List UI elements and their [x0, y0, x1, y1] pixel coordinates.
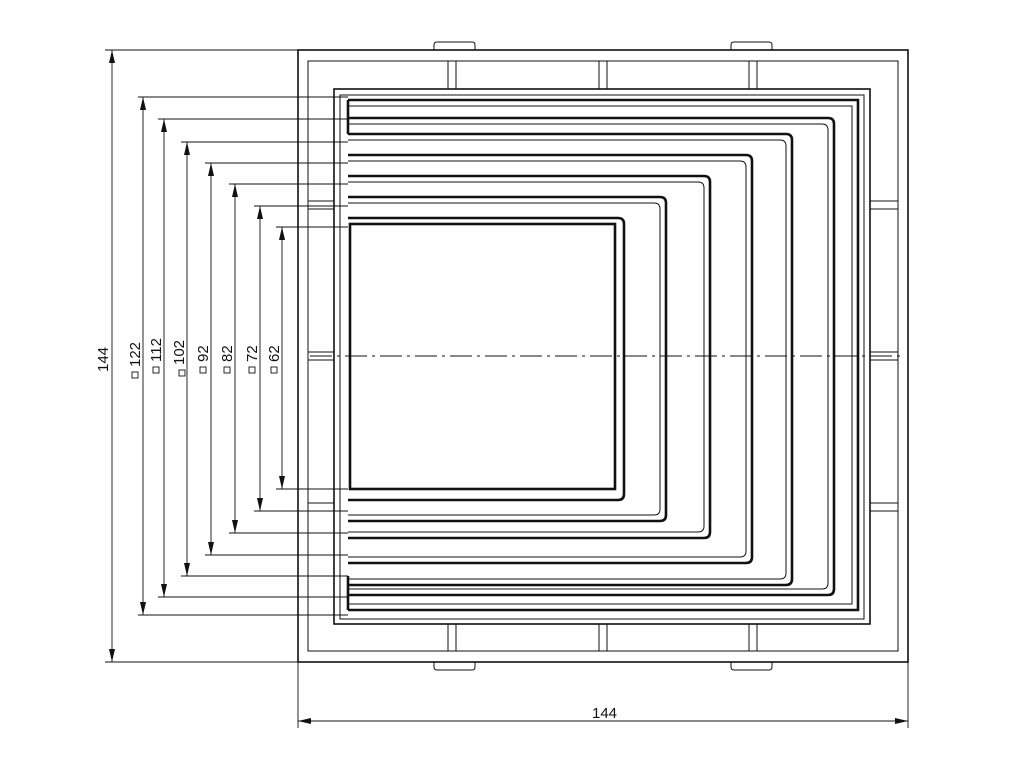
- dim-62: 62: [266, 345, 283, 374]
- dim-112: 112: [148, 338, 165, 374]
- nested-squares: [346, 98, 860, 612]
- dim-92-label: 92: [195, 345, 212, 362]
- dim-92: 92: [195, 345, 212, 374]
- dim-122: 122: [127, 342, 144, 379]
- dim-82-label: 82: [219, 345, 236, 362]
- dim-overall-width: 144: [592, 705, 617, 722]
- dim-122-label: 122: [127, 342, 144, 367]
- outer-frame: [297, 49, 909, 663]
- housing-outer: [333, 88, 871, 625]
- housing-inner: [339, 94, 865, 620]
- dim-82: 82: [219, 345, 236, 374]
- dim-72-label: 72: [244, 345, 261, 362]
- dim-102: 102: [171, 340, 188, 377]
- extension-lines: [105, 49, 348, 663]
- dim-72: 72: [244, 345, 261, 374]
- dim-62-label: 62: [266, 345, 283, 362]
- top-clips: [433, 41, 773, 89]
- vertical-dimension-lines: [109, 50, 285, 662]
- bottom-clips: [433, 624, 773, 671]
- dim-overall-height: 144: [95, 347, 112, 372]
- horizontal-dimension: 144: [297, 662, 909, 728]
- dim-102-label: 102: [171, 340, 188, 365]
- dim-112-label: 112: [148, 338, 165, 362]
